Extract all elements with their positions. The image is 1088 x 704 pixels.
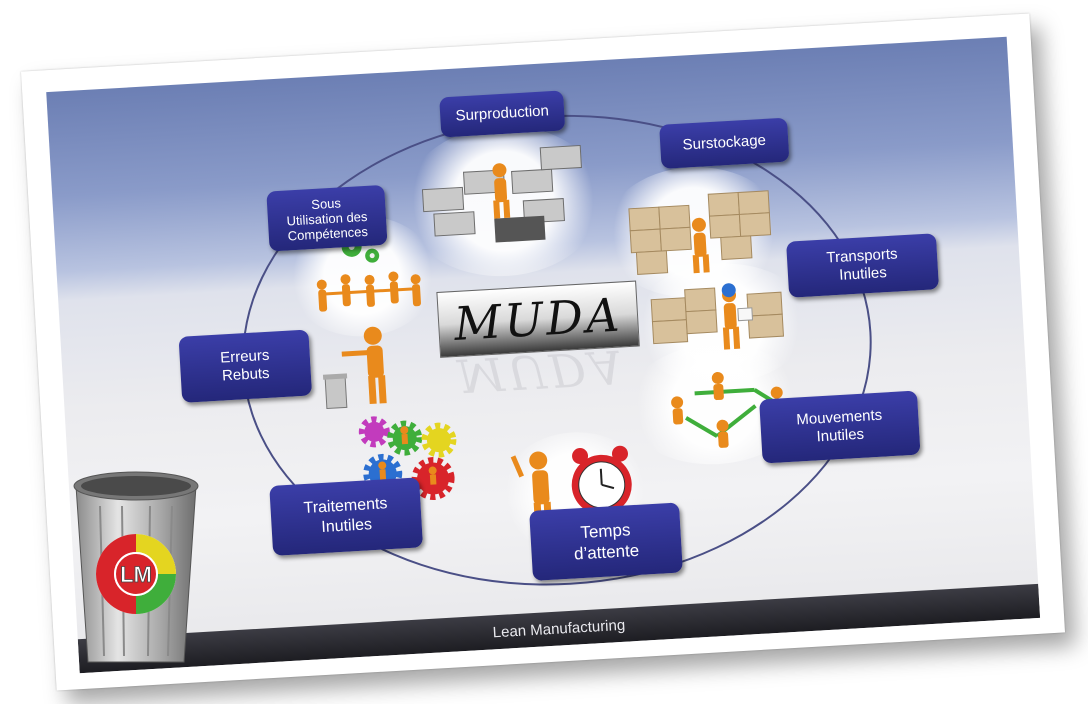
muda-slide: Lean Manufacturing xyxy=(46,36,1041,674)
lm-trash-logo: LM xyxy=(73,471,199,663)
node-temps: Temps d’attente xyxy=(529,502,683,581)
node-transports: Transports Inutiles xyxy=(786,233,940,298)
transports-illustration xyxy=(650,283,785,350)
slide-card: Lean Manufacturing xyxy=(20,13,1066,691)
logo-letters: LM xyxy=(120,562,152,587)
node-surstockage: Surstockage xyxy=(659,117,790,169)
node-competences: Sous Utilisation des Compétences xyxy=(266,184,388,252)
surproduction-illustration xyxy=(421,144,582,243)
node-erreurs: Erreurs Rebuts xyxy=(178,329,313,403)
node-surproduction: Surproduction xyxy=(439,90,566,138)
erreurs-illustration xyxy=(322,326,387,410)
node-mouvements: Mouvements Inutiles xyxy=(759,390,921,464)
surstockage-illustration xyxy=(628,190,772,275)
node-traitements: Traitements Inutiles xyxy=(269,477,424,556)
footer-text: Lean Manufacturing xyxy=(492,616,626,642)
diagram-title: MUDA xyxy=(436,280,640,358)
traitements-illustration xyxy=(358,416,457,501)
